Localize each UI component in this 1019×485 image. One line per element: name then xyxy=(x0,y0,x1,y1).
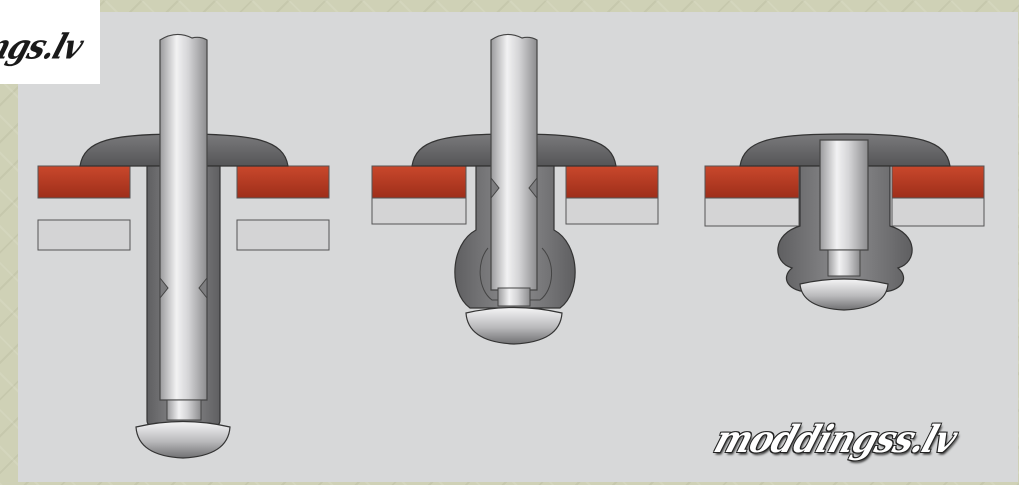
mandrel-stub xyxy=(819,139,869,251)
bottom-plate-right xyxy=(236,219,330,251)
top-plate-left xyxy=(37,165,131,199)
top-plate-right xyxy=(565,165,659,199)
bottom-plate-left xyxy=(704,197,800,227)
bottom-plate-left xyxy=(371,197,467,225)
logo-text: mgs.lv xyxy=(0,27,88,68)
mandrel-neck xyxy=(166,399,202,421)
bottom-plate-right xyxy=(565,197,659,225)
stage-3-set xyxy=(704,133,985,311)
bottom-plate-right xyxy=(891,197,985,227)
stage-2-pull xyxy=(371,33,659,345)
break-notch xyxy=(490,176,538,200)
logo-box: mgs.lv xyxy=(0,0,100,84)
break-notch xyxy=(159,276,208,300)
top-plate-right xyxy=(891,165,985,199)
stage-1-insert xyxy=(37,33,330,459)
top-plate-right xyxy=(236,165,330,199)
mandrel-head xyxy=(465,306,563,345)
mandrel-head xyxy=(135,420,231,459)
mandrel-neck xyxy=(827,249,861,277)
mandrel-neck xyxy=(497,287,531,307)
top-plate-left xyxy=(371,165,467,199)
mandrel-head xyxy=(799,278,889,311)
sleeve-inner xyxy=(479,247,553,301)
bottom-plate-left xyxy=(37,219,131,251)
mandrel-stem xyxy=(159,33,208,401)
mandrel-stem xyxy=(490,33,538,291)
watermark: moddingss.lv xyxy=(708,418,962,462)
top-plate-left xyxy=(704,165,800,199)
